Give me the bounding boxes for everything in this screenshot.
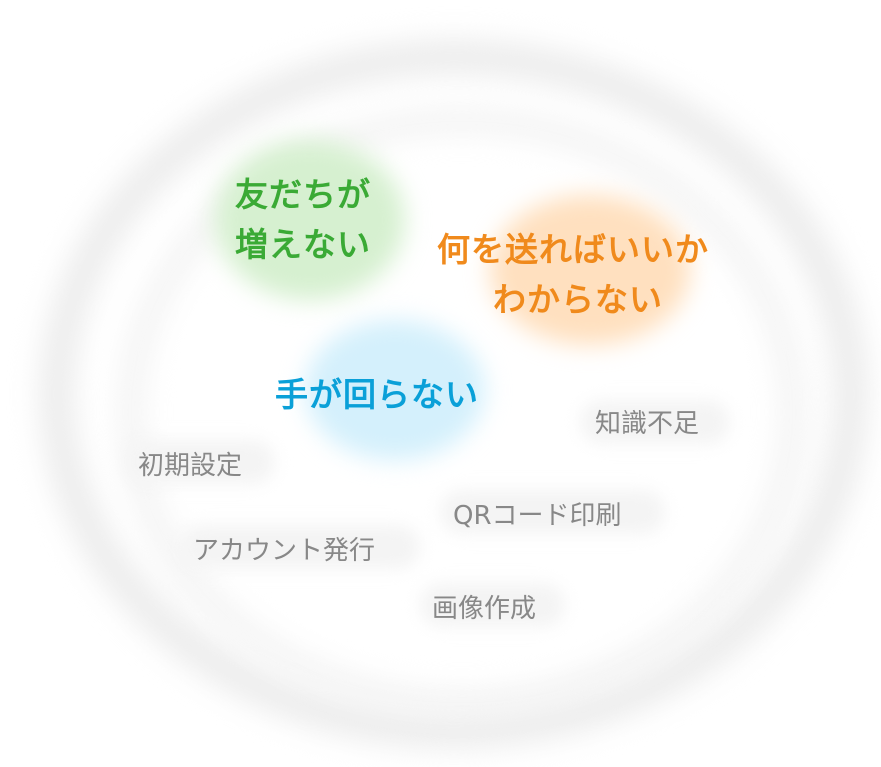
cause-knowledge: 知識不足 bbox=[595, 409, 700, 439]
problem-friends-line1: 友だちが bbox=[235, 175, 371, 214]
orange-blob bbox=[490, 195, 690, 345]
green-blob bbox=[215, 140, 405, 300]
problem-content-line1: 何を送ればいいか bbox=[437, 230, 709, 269]
bg bbox=[440, 490, 665, 534]
bg bbox=[580, 400, 730, 444]
cause-account: アカウント発行 bbox=[193, 536, 376, 566]
bg bbox=[180, 525, 420, 569]
bg bbox=[125, 440, 275, 484]
cause-image: 画像作成 bbox=[432, 594, 537, 624]
bg bbox=[420, 583, 565, 627]
cause-qr-print: QRコード印刷 bbox=[453, 501, 622, 531]
cause-initial-setup: 初期設定 bbox=[138, 451, 243, 481]
blue-blob bbox=[305, 320, 485, 460]
problem-content: 何を送ればいいか わからない bbox=[437, 225, 709, 325]
problem-friends: 友だちが 増えない bbox=[235, 170, 371, 270]
problem-hands: 手が回らない bbox=[275, 375, 479, 414]
problem-content-line2: わからない bbox=[493, 280, 663, 319]
problem-friends-line2: 増えない bbox=[235, 225, 371, 264]
